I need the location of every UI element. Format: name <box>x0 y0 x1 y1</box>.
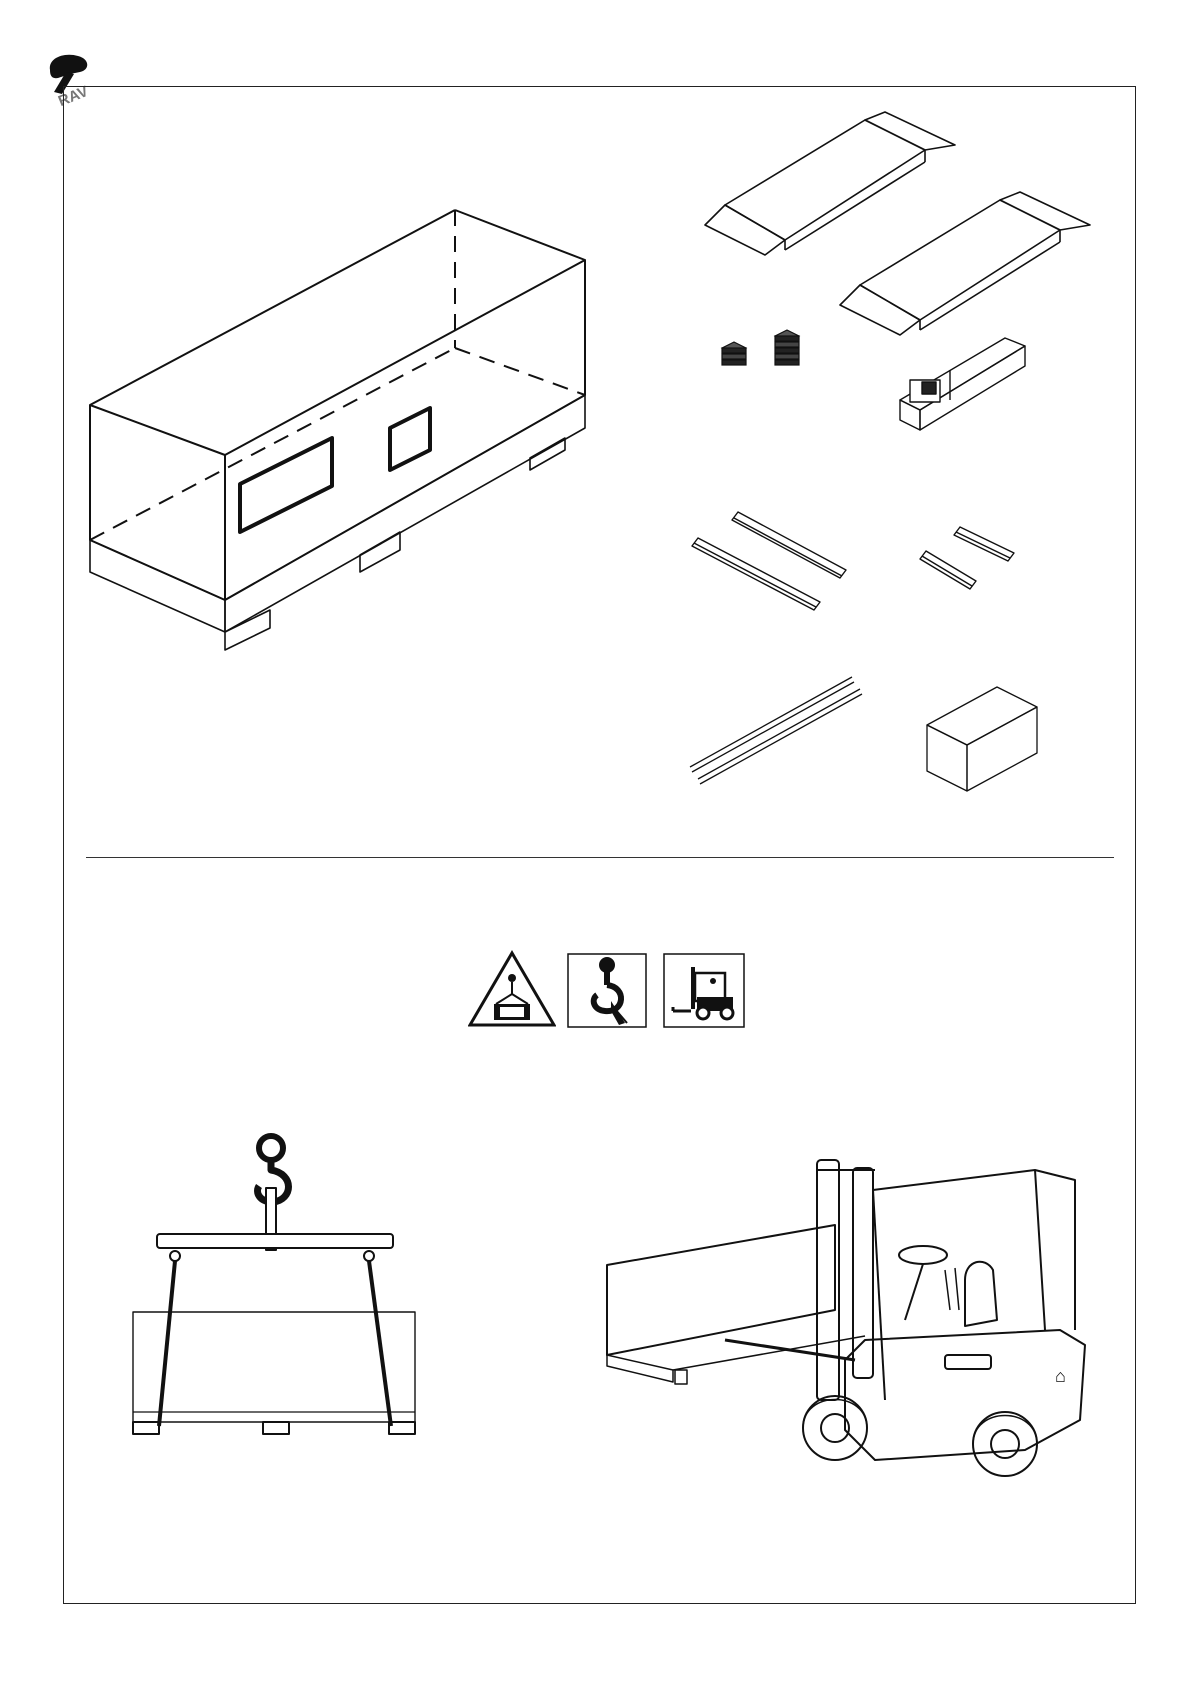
cover-profiles-long <box>690 510 860 610</box>
forklift-icon <box>663 953 745 1028</box>
forklift-lifting-illustration: ⌂ <box>605 1160 1085 1480</box>
packaged-crate-illustration <box>90 200 610 660</box>
suspended-load-warning-icon <box>468 950 556 1028</box>
crane-lifting-illustration <box>125 1130 425 1450</box>
accessory-box <box>925 685 1040 795</box>
runway-ramp-2 <box>835 190 1095 340</box>
crane-hook-icon <box>567 953 647 1028</box>
section-divider <box>86 857 1114 858</box>
control-unit <box>890 320 1040 440</box>
cover-profiles-short <box>920 525 1020 595</box>
slim-rails <box>688 675 868 785</box>
svg-text:⌂: ⌂ <box>1055 1366 1066 1386</box>
spacer-blocks <box>720 330 820 380</box>
